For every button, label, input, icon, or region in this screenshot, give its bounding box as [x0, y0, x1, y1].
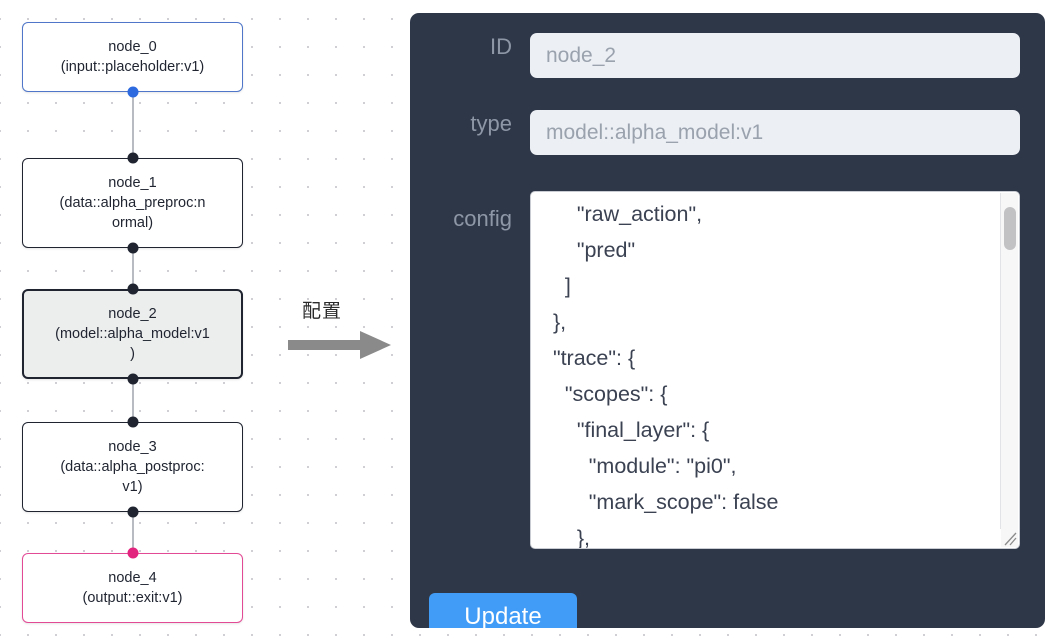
config-scrollbar-thumb[interactable] — [1004, 207, 1016, 250]
arrow-caption-label: 配置 — [302, 300, 343, 322]
id-field-row: ID — [420, 33, 1020, 78]
node-port-2[interactable] — [127, 242, 139, 254]
config-textarea-shell — [530, 191, 1020, 549]
type-field-row: type — [420, 110, 1020, 155]
id-input[interactable] — [530, 33, 1020, 78]
id-field-label: ID — [490, 34, 512, 59]
resize-handle-icon[interactable] — [1001, 528, 1018, 547]
config-scrollbar-track[interactable] — [1000, 193, 1018, 529]
edge-node_1-to-node_2[interactable] — [132, 248, 134, 289]
graph-node-node_4[interactable]: node_4 (output::exit:v1) — [22, 553, 243, 623]
config-field-row: config — [420, 191, 1020, 549]
node-port-4[interactable] — [127, 373, 139, 385]
edge-node_3-to-node_4[interactable] — [132, 512, 134, 553]
node-label: node_4 (output::exit:v1) — [82, 570, 183, 606]
graph-node-node_0[interactable]: node_0 (input::placeholder:v1) — [22, 22, 243, 92]
node-port-7[interactable] — [127, 547, 139, 559]
node-label: node_0 (input::placeholder:v1) — [60, 39, 205, 75]
graph-node-node_3[interactable]: node_3 (data::alpha_postproc: v1) — [22, 422, 243, 512]
node-config-panel: ID type config Update — [410, 13, 1045, 628]
update-button[interactable]: Update — [429, 593, 577, 628]
node-port-5[interactable] — [127, 416, 139, 428]
graph-node-node_1[interactable]: node_1 (data::alpha_preproc:n ormal) — [22, 158, 243, 248]
right-arrow-icon — [288, 330, 392, 365]
type-field-label: type — [470, 111, 512, 136]
edge-node_2-to-node_3[interactable] — [132, 379, 134, 422]
node-port-0[interactable] — [127, 86, 139, 98]
node-port-1[interactable] — [127, 152, 139, 164]
config-textarea[interactable] — [531, 192, 1019, 548]
graph-node-node_2[interactable]: node_2 (model::alpha_model:v1 ) — [22, 289, 243, 379]
config-arrow-group: 配置 — [288, 296, 398, 366]
node-label: node_1 (data::alpha_preproc:n ormal) — [59, 175, 206, 231]
node-label: node_3 (data::alpha_postproc: v1) — [60, 439, 205, 495]
node-port-6[interactable] — [127, 506, 139, 518]
edge-node_0-to-node_1[interactable] — [132, 92, 134, 158]
node-label: node_2 (model::alpha_model:v1 ) — [55, 306, 210, 362]
config-field-label: config — [453, 206, 512, 231]
type-input[interactable] — [530, 110, 1020, 155]
node-port-3[interactable] — [127, 283, 139, 295]
